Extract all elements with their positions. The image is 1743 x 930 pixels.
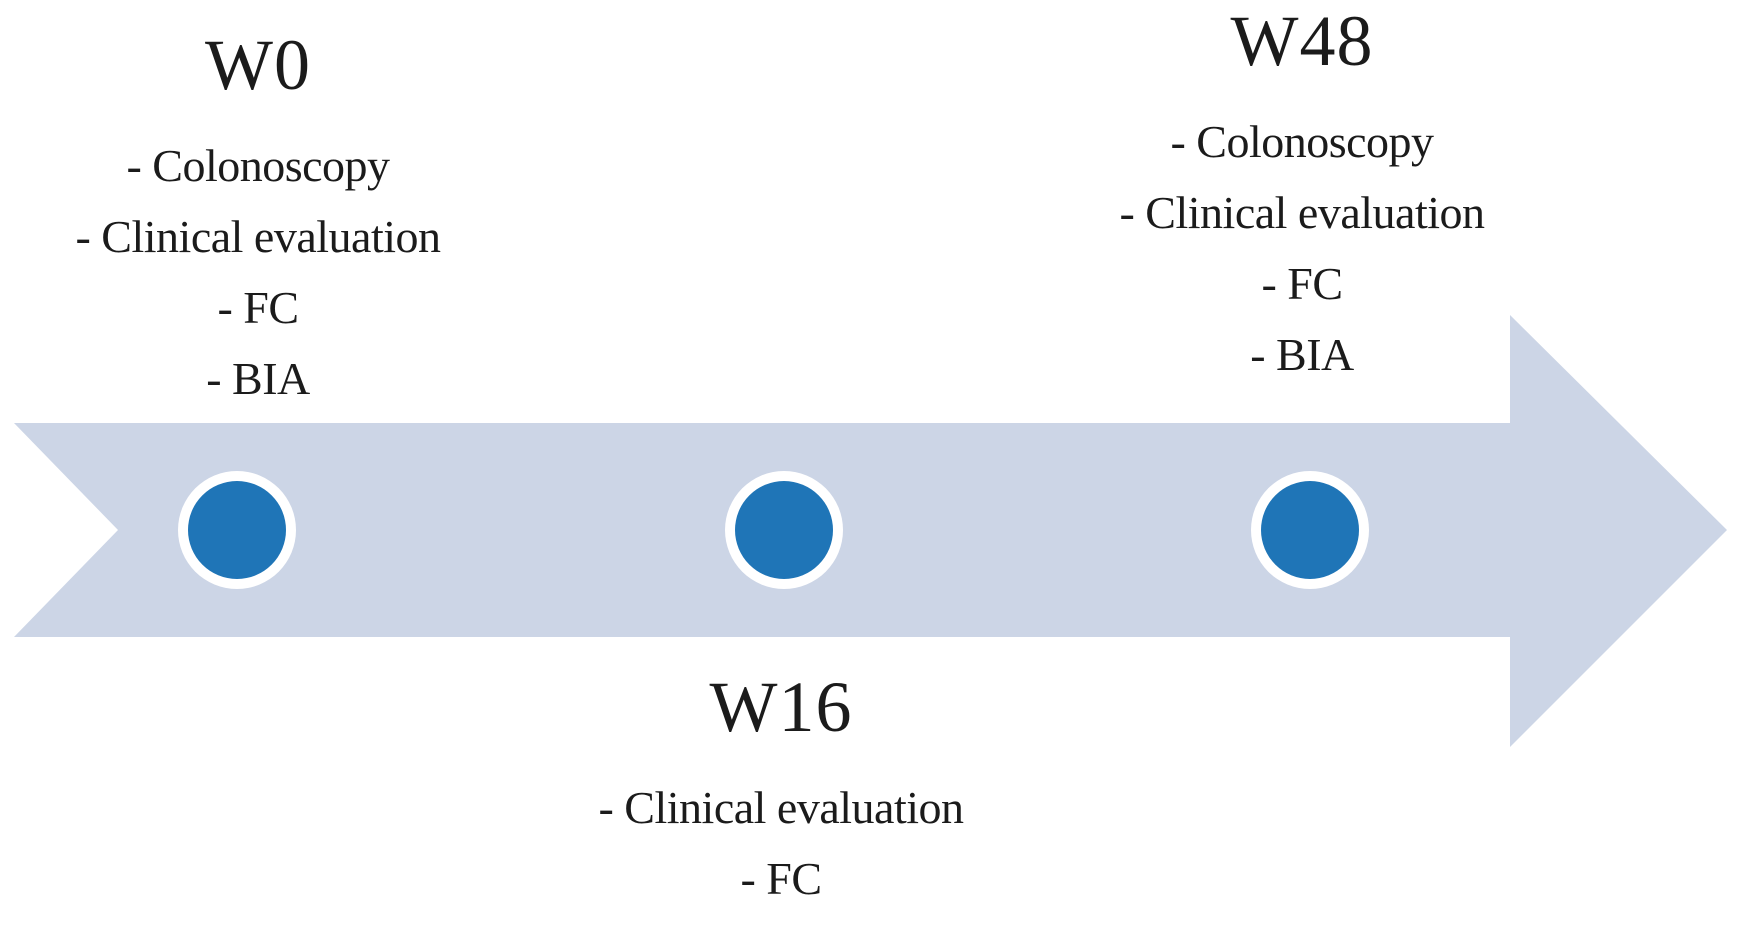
assessment-item: - Clinical evaluation [598,782,964,833]
timepoint-label-w16: W16 [709,667,853,747]
marker-dot-w16 [735,481,833,579]
assessment-item: - Clinical evaluation [1119,187,1485,238]
timepoint-marker-w48 [1251,471,1369,589]
timepoint-block-w16: W16 - Clinical evaluation - FC [598,667,964,914]
timepoint-marker-w0 [178,471,296,589]
timepoint-assessments-w16: - Clinical evaluation - FC [598,772,964,914]
assessment-item: - Colonoscopy [1170,116,1434,167]
timepoint-block-w0: W0 - Colonoscopy - Clinical evaluation -… [75,25,441,414]
assessment-item: - BIA [206,353,310,404]
timepoint-label-w0: W0 [205,25,311,105]
assessment-item: - BIA [1250,329,1354,380]
timepoint-assessments-w48: - Colonoscopy - Clinical evaluation - FC… [1119,106,1485,390]
timepoint-label-w48: W48 [1230,1,1374,81]
assessment-item: - FC [1261,258,1343,309]
marker-dot-w0 [188,481,286,579]
assessment-item: - Colonoscopy [126,140,390,191]
assessment-item: - FC [740,853,822,904]
timepoint-assessments-w0: - Colonoscopy - Clinical evaluation - FC… [75,130,441,414]
timepoint-marker-w16 [725,471,843,589]
assessment-item: - FC [217,282,299,333]
timeline-arrow [14,315,1727,747]
timepoint-block-w48: W48 - Colonoscopy - Clinical evaluation … [1119,1,1485,390]
marker-dot-w48 [1261,481,1359,579]
assessment-item: - Clinical evaluation [75,211,441,262]
